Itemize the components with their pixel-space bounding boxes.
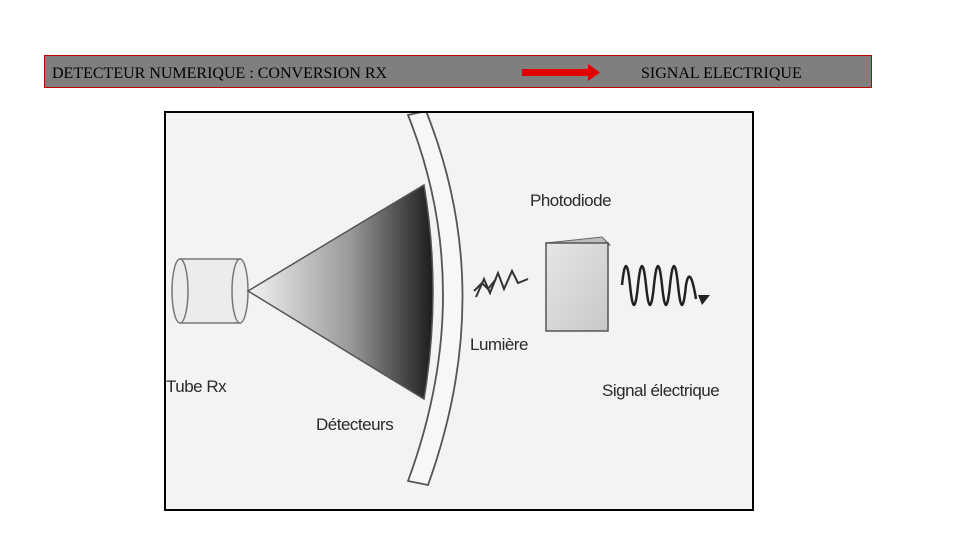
label-photodiode: Photodiode <box>530 191 612 210</box>
xray-tube-icon <box>171 258 249 324</box>
label-detectors: Détecteurs <box>316 415 394 434</box>
xray-beam <box>246 183 434 401</box>
title-bar: DETECTEUR NUMERIQUE : CONVERSION RX SIGN… <box>44 55 872 88</box>
photodiode-icon <box>544 236 612 332</box>
detector-arc <box>406 113 464 487</box>
detector-diagram: Tube Rx Détecteurs Lumière Photodiode Si… <box>164 111 754 511</box>
red-arrow-icon <box>522 64 600 81</box>
label-signal: Signal électrique <box>602 381 720 400</box>
diagram-graphics <box>171 113 710 487</box>
signal-wave-icon <box>620 264 710 307</box>
title-left-text: DETECTEUR NUMERIQUE : CONVERSION RX <box>52 65 388 82</box>
label-light: Lumière <box>470 335 528 354</box>
label-tube-rx: Tube Rx <box>166 377 227 396</box>
title-right-text: SIGNAL ELECTRIQUE <box>641 65 802 82</box>
light-icon <box>473 268 529 298</box>
